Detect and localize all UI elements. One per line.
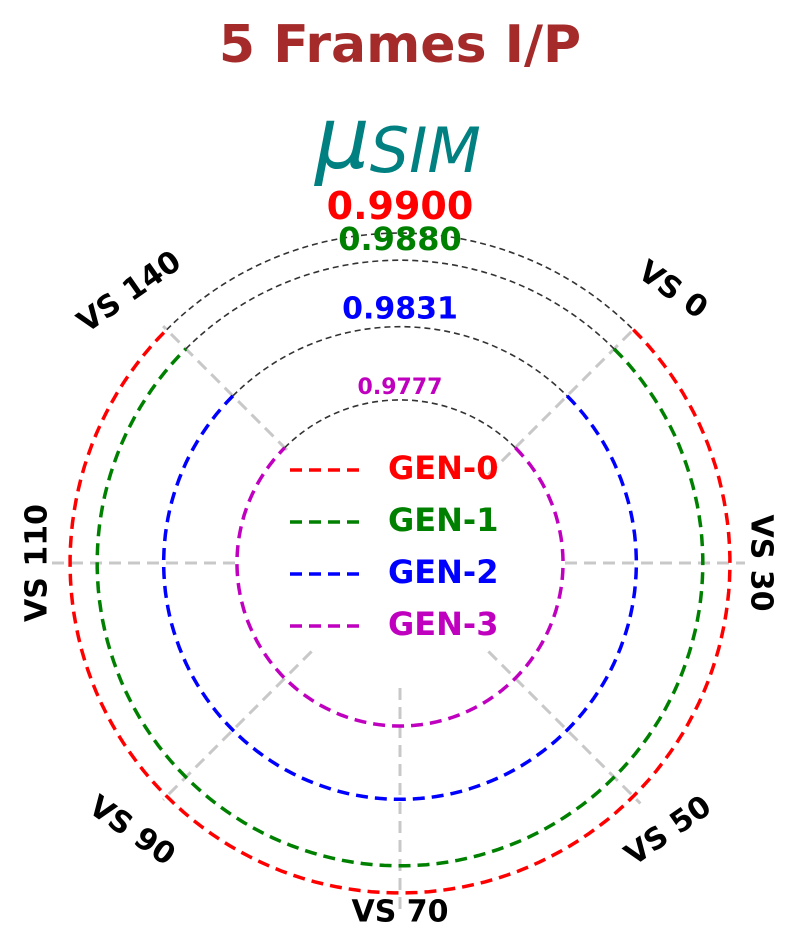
reference-label: 0.9831 xyxy=(342,292,458,327)
series-line xyxy=(68,328,732,895)
chart-subtitle-sub: SIM xyxy=(370,114,481,187)
spoke-label: VS 0 xyxy=(632,254,714,326)
chart-title: 5 Frames I/P xyxy=(219,15,581,75)
reference-arcs xyxy=(166,232,634,449)
reference-label: 0.9900 xyxy=(327,184,474,228)
spoke-label: VS 70 xyxy=(351,895,448,930)
reference-arc xyxy=(232,325,568,397)
legend-label: GEN-0 xyxy=(388,449,498,487)
reference-label: 0.9777 xyxy=(358,375,443,400)
reference-arc xyxy=(185,259,615,350)
series-line xyxy=(235,446,565,728)
spoke-line xyxy=(162,325,288,451)
reference-arc xyxy=(284,399,516,449)
spoke-line xyxy=(162,650,313,801)
legend-label: GEN-2 xyxy=(388,553,498,591)
spoke-label: VS 30 xyxy=(744,514,779,611)
series-lines xyxy=(68,328,732,895)
spoke-line xyxy=(487,328,635,476)
spoke-line xyxy=(487,650,642,805)
series-line xyxy=(95,347,705,868)
chart-subtitle-main: μ xyxy=(313,89,370,189)
series-line xyxy=(161,394,639,802)
chart-subtitle: μSIM xyxy=(313,89,481,189)
reference-label: 0.9880 xyxy=(338,220,461,258)
spoke-label: VS 90 xyxy=(82,789,182,873)
legend-label: GEN-1 xyxy=(388,501,498,539)
spoke-label: VS 50 xyxy=(618,789,718,873)
legend-label: GEN-3 xyxy=(388,605,498,643)
spoke-label: VS 110 xyxy=(20,504,55,622)
reference-arc xyxy=(166,232,634,331)
